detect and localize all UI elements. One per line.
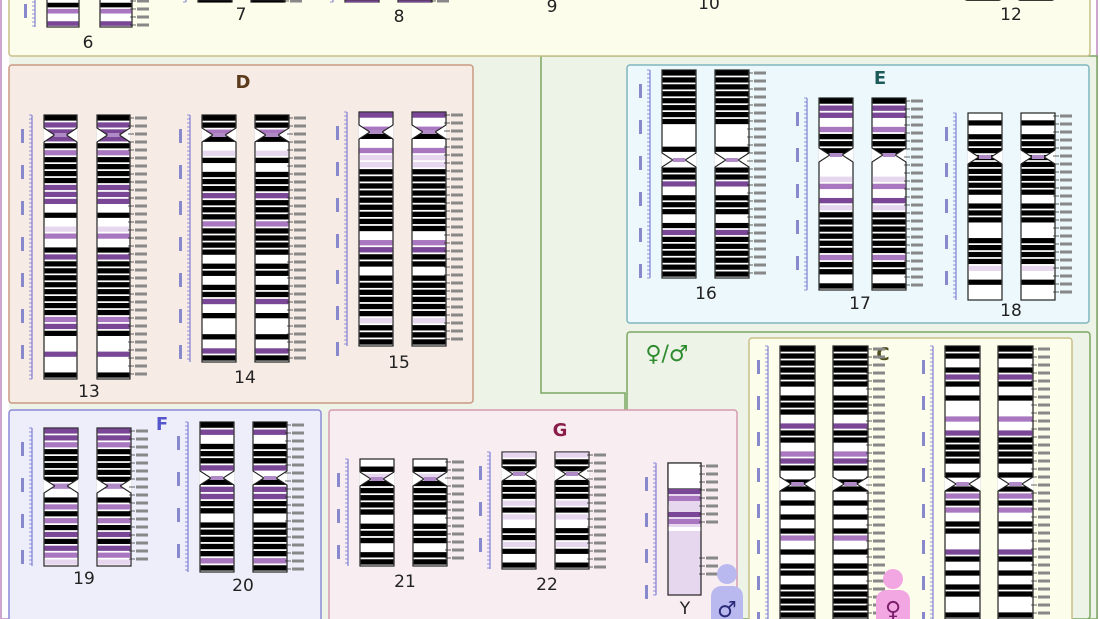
- top-panel: [8, 0, 1091, 57]
- chromatid-C1-b: [832, 345, 869, 619]
- band-labels-21: [445, 460, 464, 560]
- chromatid-17-b: [871, 97, 907, 291]
- chromatid-14-b: [254, 114, 290, 363]
- chromatid-7-b: [250, 0, 286, 3]
- scale-19: [21, 427, 33, 566]
- chromatid-Y: [667, 462, 702, 596]
- chromatid-13-b: [96, 114, 131, 380]
- group-label-d: D: [236, 72, 251, 93]
- band-labels-C1: [866, 347, 885, 615]
- chromatid-C2-a: [944, 345, 981, 619]
- band-labels-22: [587, 453, 606, 569]
- group-f-panel: [8, 409, 322, 619]
- chromosome-number-18: 18: [1000, 301, 1022, 321]
- chromatid-12-b: [1018, 0, 1054, 1]
- chromatid-12-a: [965, 0, 1001, 1]
- chromatid-14-a: [201, 114, 237, 363]
- scale-20: [177, 421, 189, 572]
- band-labels-19: [129, 429, 148, 561]
- male-symbol: ♂: [717, 598, 737, 619]
- group-label-sex: ♀/♂: [645, 342, 688, 367]
- band-labels-20: [285, 423, 304, 571]
- chromatid-20-b: [252, 421, 288, 573]
- scale-22: [479, 451, 491, 569]
- band-labels-8: [430, 0, 449, 3]
- band-labels-15: [444, 113, 463, 341]
- scale-13: [21, 114, 33, 380]
- band-labels-6: [130, 0, 149, 27]
- scale-15: [336, 111, 348, 356]
- band-labels-Y-lower: [699, 556, 718, 576]
- chromatid-7-a: [197, 0, 233, 3]
- band-labels-17: [904, 99, 923, 287]
- chromatid-19-a: [43, 427, 79, 567]
- chromatid-19-b: [96, 427, 132, 567]
- group-label-f: F: [156, 414, 168, 435]
- scale-17: [796, 97, 808, 291]
- chromatid-20-a: [199, 421, 235, 573]
- group-label-g: G: [553, 420, 568, 441]
- chromosome-number-14: 14: [234, 368, 256, 388]
- chromosome-number-9: 9: [547, 0, 558, 17]
- chromatid-18-a: [967, 112, 1003, 301]
- chromatid-15-a: [358, 111, 394, 347]
- chromatid-21-b: [412, 458, 448, 567]
- chromatid-21-a: [359, 458, 395, 567]
- chromosome-number-6: 6: [83, 33, 94, 53]
- chromosome-number-12: 12: [1000, 5, 1022, 25]
- male-figure: ♂: [711, 564, 743, 619]
- band-labels-7: [283, 0, 302, 3]
- scale-21: [337, 458, 349, 566]
- chromatid-6-a: [46, 0, 80, 28]
- group-label-e: E: [874, 68, 886, 89]
- chromosome-number-13: 13: [78, 382, 100, 402]
- scale-6: [24, 0, 36, 27]
- chromatid-16-b: [714, 69, 750, 279]
- female-figure: ♀: [876, 569, 910, 619]
- scale-18: [945, 112, 957, 300]
- chromosome-number-16: 16: [695, 284, 717, 304]
- scale-Y: [645, 462, 657, 599]
- chromosome-number-y: Y: [679, 599, 691, 619]
- band-labels-14: [287, 116, 306, 360]
- chromosome-number-20: 20: [232, 576, 254, 596]
- band-labels-C2: [1031, 347, 1050, 615]
- chromatid-16-a: [661, 69, 697, 279]
- scale-C1: [757, 345, 769, 619]
- band-labels-Y: [699, 464, 718, 524]
- chromosome-number-8: 8: [394, 7, 405, 27]
- group-label-c: C: [876, 344, 889, 365]
- chromatid-13-a: [43, 114, 78, 380]
- chromosome-number-17: 17: [849, 294, 871, 314]
- chromatid-18-b: [1020, 112, 1056, 301]
- chromatid-6-b: [99, 0, 133, 28]
- chromatid-15-b: [411, 111, 447, 347]
- chromosome-number-19: 19: [73, 569, 95, 589]
- chromatid-17-a: [818, 97, 854, 291]
- band-labels-16: [747, 71, 766, 275]
- chromatid-C2-b: [997, 345, 1034, 619]
- chromatid-22-a: [501, 451, 537, 570]
- band-labels-13: [128, 116, 147, 376]
- chromosome-number-7: 7: [236, 5, 247, 25]
- chromatid-8-a: [344, 0, 380, 3]
- scale-7: [183, 0, 187, 3]
- scale-14: [179, 114, 191, 362]
- chromatid-22-b: [554, 451, 590, 570]
- chromatid-8-b: [397, 0, 433, 3]
- chromosome-number-22: 22: [536, 575, 558, 595]
- scale-C2: [922, 345, 934, 619]
- scale-8: [330, 0, 334, 3]
- chromosome-number-21: 21: [394, 572, 416, 592]
- chromosome-number-10: 10: [698, 0, 720, 14]
- band-labels-18: [1053, 114, 1072, 294]
- scale-16: [639, 69, 651, 279]
- chromosome-number-15: 15: [388, 353, 410, 373]
- chromatid-C1-a: [779, 345, 816, 619]
- chromosome-layer: [21, 0, 1072, 619]
- group-c-panel: [748, 337, 1073, 619]
- female-symbol: ♀: [885, 598, 901, 619]
